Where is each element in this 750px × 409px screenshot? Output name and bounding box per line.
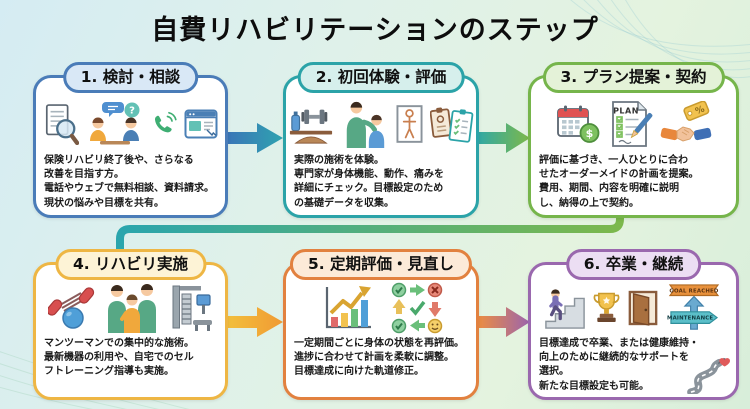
open-door-icon xyxy=(628,290,658,326)
phone-call-icon xyxy=(154,111,177,133)
progress-chart-icon xyxy=(325,286,371,329)
step-5-icons xyxy=(286,282,476,334)
step-card-4: 4. リハビリ実施 xyxy=(33,249,228,400)
price-tag-handshake-icon: % xyxy=(660,101,711,142)
step-1-icons: ? xyxy=(36,97,225,151)
svg-text:?: ? xyxy=(129,105,135,116)
svg-text:PLAN: PLAN xyxy=(613,107,639,116)
page-title: 自費リハビリテーションのステップ xyxy=(151,15,599,46)
step-card-3: 3. プラン提案・契約 $ PLAN xyxy=(528,62,739,218)
plan-document-icon: PLAN xyxy=(611,101,652,147)
step-2-icons xyxy=(286,97,476,151)
evaluation-grid-icon xyxy=(391,282,443,334)
step-3-title: 3. プラン提案・契約 xyxy=(542,62,725,93)
step-6-description: 目標達成で卒業、または健康維持・ 向上のために継続的なサポートを 選択。 新たな… xyxy=(539,338,699,392)
arrow-step5-to-step6 xyxy=(476,307,530,337)
step-2-title: 2. 初回体験・評価 xyxy=(297,62,465,93)
step-5-title: 5. 定期評価・見直し xyxy=(289,249,473,280)
step-3-icons: $ PLAN xyxy=(531,97,736,151)
training-equipment-icon xyxy=(289,109,333,144)
step-6-title: 6. 卒業・継続 xyxy=(565,249,702,280)
therapist-examination-icon xyxy=(346,101,385,148)
consultation-people-icon: ? xyxy=(90,102,140,145)
svg-text:$: $ xyxy=(585,127,593,140)
svg-text:GOAL REACHED: GOAL REACHED xyxy=(669,288,718,294)
step-4-description: マンツーマンでの集中的な施術。 最新機器の利用や、自宅でのセル フトレーニング指… xyxy=(44,338,194,378)
arrow-step1-to-step2 xyxy=(223,123,283,153)
signpost-icon: GOAL REACHED MAINTENANCE xyxy=(667,284,720,330)
step-3-description: 評価に基づき、一人ひとりに合わ せたオーダーメイドの計画を提案。 費用、期間、内… xyxy=(539,155,699,209)
document-magnifier-icon xyxy=(45,104,79,145)
rehab-machine-icon xyxy=(172,285,212,331)
svg-text:%: % xyxy=(694,104,706,117)
arrow-step4-to-step5 xyxy=(223,307,283,337)
svg-text:MAINTENANCE: MAINTENANCE xyxy=(667,316,713,322)
trophy-icon xyxy=(593,292,620,323)
stairs-climb-icon xyxy=(545,289,585,329)
step-1-title: 1. 検討・相談 xyxy=(62,62,199,93)
step-card-6: 6. 卒業・継続 xyxy=(528,249,739,400)
body-chart-icon xyxy=(396,105,423,143)
step-card-2: 2. 初回体験・評価 xyxy=(283,62,479,218)
winding-road-heart-icon xyxy=(687,357,730,394)
assessment-clipboards-icon xyxy=(430,107,474,143)
step-6-icons: GOAL REACHED MAINTENANCE xyxy=(531,282,736,334)
step-5-description: 一定期間ごとに身体の状態を再評価。 進捗に合わせて計画を柔軟に調整。 目標達成に… xyxy=(294,338,464,378)
step-1-description: 保険リハビリ終了後や、さらなる 改善を目指す方。 電話やウェブで無料相談、資料請… xyxy=(44,155,214,209)
arrow-step2-to-step3 xyxy=(476,123,530,153)
training-session-icon xyxy=(107,284,156,333)
step-card-5: 5. 定期評価・見直し xyxy=(283,249,479,400)
website-icon xyxy=(184,109,218,139)
step-2-description: 実際の施術を体験。 専門家が身体機能、動作、痛みを 詳細にチェック。目標設定のた… xyxy=(294,155,444,209)
step-4-title: 4. リハビリ実施 xyxy=(54,249,207,280)
exercise-band-ball-icon xyxy=(47,287,94,329)
step-4-icons xyxy=(36,282,225,334)
step-card-1: 1. 検討・相談 ? xyxy=(33,62,228,218)
calendar-cost-icon: $ xyxy=(556,105,599,143)
